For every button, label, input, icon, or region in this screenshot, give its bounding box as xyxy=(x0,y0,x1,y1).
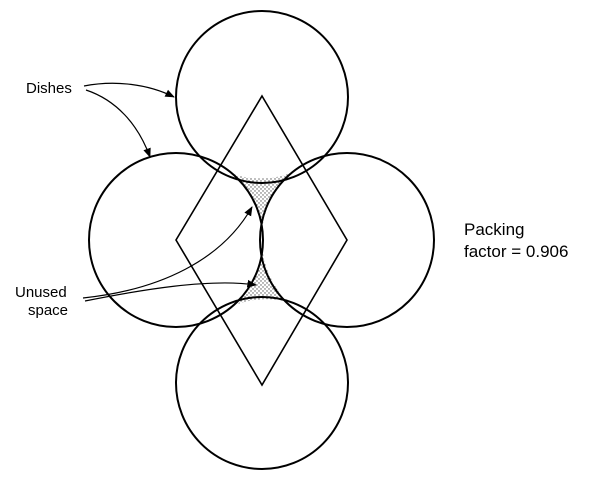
dish-bottom xyxy=(175,296,349,470)
dishes-arrow-top xyxy=(83,82,175,98)
unused-space-arrow-lower xyxy=(84,279,257,302)
dishes-arrow-left xyxy=(85,89,151,158)
unused-space-label-line2: space xyxy=(28,302,68,319)
packing-factor-label-line1: Packing xyxy=(464,220,524,239)
dish-left xyxy=(88,152,264,328)
dishes-label: Dishes xyxy=(26,80,72,97)
packing-factor-label-line2: factor = 0.906 xyxy=(464,242,568,261)
dish-right xyxy=(259,152,435,328)
unused-space-arrow-upper xyxy=(82,206,253,299)
unused-space-label-line1: Unused xyxy=(15,284,67,301)
dish-top xyxy=(175,10,349,184)
packing-rhombus xyxy=(175,94,348,387)
